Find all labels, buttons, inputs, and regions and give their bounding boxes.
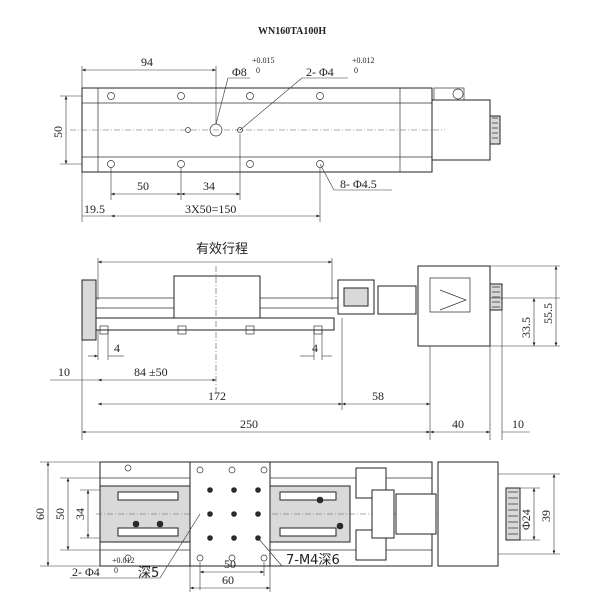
pin-holes-label: 2- Φ4	[306, 65, 334, 79]
dim-34: 34	[203, 179, 215, 193]
side-view-base	[95, 317, 335, 331]
dim-10-right: 10	[512, 417, 524, 431]
dim-19-5: 19.5	[84, 202, 105, 216]
dim-250: 250	[240, 417, 258, 431]
bottom-view: 60 50 34 50 60 2- Φ4 +0.012 0 深5 7-M4深6 …	[33, 461, 560, 592]
bottom-pin-holes-tol-lower: 0	[114, 566, 118, 575]
side-view-carriage	[173, 275, 261, 319]
top-view-motor	[431, 99, 491, 161]
dim-58: 58	[372, 389, 384, 403]
top-view-knob	[489, 115, 501, 145]
dim-10: 10	[58, 365, 70, 379]
dim-50-height-bottom: 50	[53, 508, 67, 520]
dim-50: 50	[137, 179, 149, 193]
dim-60-height: 60	[33, 508, 47, 520]
drawing-title: WN160TA100H	[258, 26, 326, 37]
bottom-pin-holes-label: 2- Φ4	[72, 565, 100, 579]
top-view: 94 50 Φ8 +0.015 0 2- Φ4 +0.012 0 50 34 8…	[51, 55, 501, 222]
dim-pitch: 3X50=150	[185, 202, 236, 216]
dim-phi24: Φ24	[519, 509, 533, 530]
bottom-view-motor	[437, 461, 499, 567]
bottom-view-holes	[124, 464, 344, 562]
dim-4-left: 4	[114, 341, 120, 355]
top-view-mount-holes	[107, 92, 324, 168]
side-view: 有效行程 4 4	[50, 242, 560, 440]
side-view-end-plate	[81, 279, 97, 341]
bottom-pin-depth: 深5	[138, 566, 159, 581]
dim-33-5: 33.5	[519, 317, 533, 338]
dim-50-height: 50	[51, 126, 65, 138]
pin-holes-tol-upper: +0.012	[352, 56, 375, 65]
phi8-tol-upper: +0.015	[252, 56, 275, 65]
dim-84: 84 ±50	[134, 365, 168, 379]
dim-39: 39	[539, 510, 553, 522]
dim-55-5: 55.5	[541, 303, 555, 324]
phi8-tol-lower: 0	[256, 66, 260, 75]
dim-94: 94	[141, 55, 153, 69]
mount-holes-label: 8- Φ4.5	[340, 177, 377, 191]
stroke-label: 有效行程	[196, 242, 248, 257]
dim-40: 40	[452, 417, 464, 431]
dim-4-right: 4	[312, 341, 318, 355]
tap-holes-label: 7-M4深6	[286, 553, 340, 568]
dim-172: 172	[208, 389, 226, 403]
pin-holes-tol-lower: 0	[354, 66, 358, 75]
phi8-label: Φ8	[232, 65, 247, 79]
dim-60-bottom: 60	[222, 573, 234, 587]
dim-34-height: 34	[73, 508, 87, 520]
bottom-pin-holes-tol-upper: +0.012	[112, 556, 135, 565]
dim-50-bottom: 50	[224, 557, 236, 571]
